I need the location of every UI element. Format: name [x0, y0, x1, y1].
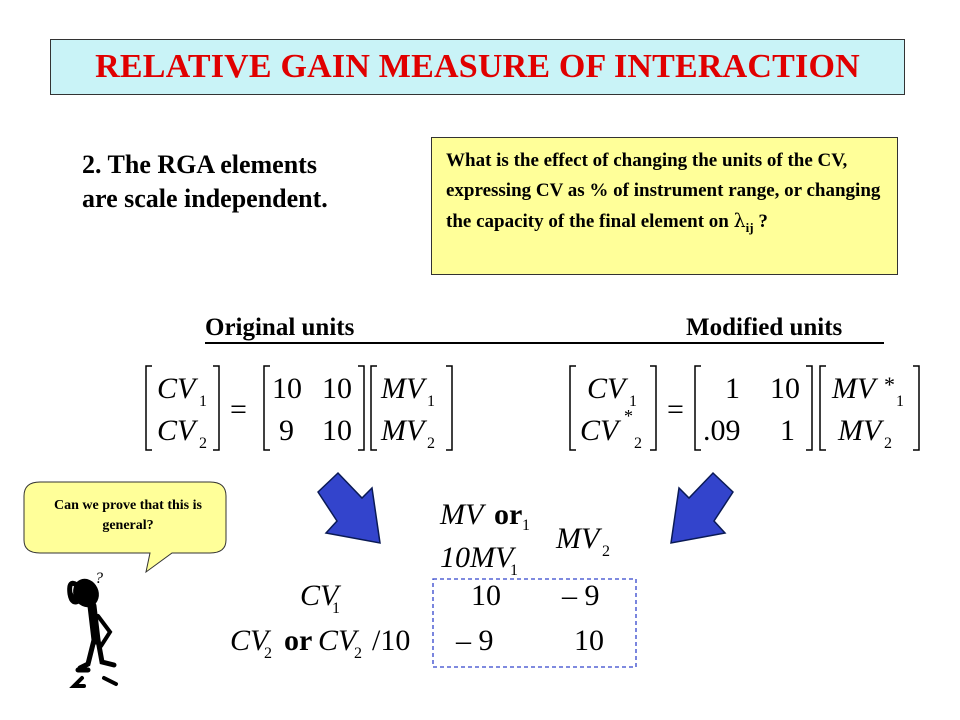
rga-row2-b-div: /10	[372, 624, 410, 657]
rga-col1-top-sub: 1	[522, 517, 530, 534]
rga-value-12: – 9	[561, 579, 600, 612]
rga-value-21: – 9	[455, 624, 494, 657]
modified-rhs-2: MV	[837, 414, 885, 447]
rga-row2-or: or	[284, 624, 312, 657]
original-gain-22: 10	[322, 414, 352, 447]
original-rhs-2-sub: 2	[427, 435, 435, 452]
modified-lhs-2: CV	[580, 414, 622, 447]
bracket	[913, 365, 920, 451]
modified-rhs-2-sub: 2	[884, 435, 892, 452]
bracket	[446, 365, 453, 451]
rga-col1-or: or	[494, 498, 522, 531]
rga-col2-sub: 2	[602, 543, 610, 560]
question-tail: ?	[753, 211, 768, 232]
rga-matrix-box	[432, 578, 637, 668]
rga-row1: CV	[300, 579, 342, 612]
header-modified-units: Modified units	[686, 314, 843, 341]
modified-lhs-1: CV	[587, 372, 629, 405]
bracket	[263, 365, 270, 451]
bracket	[694, 365, 701, 451]
modified-gain-11: 1	[725, 372, 740, 405]
rga-row1-sub: 1	[332, 600, 340, 617]
rga-col1-top: MV	[439, 498, 487, 531]
rga-col2: MV	[555, 522, 603, 555]
bracket	[358, 365, 365, 451]
rga-row2-a: CV	[230, 624, 272, 657]
original-rhs-1: MV	[380, 372, 428, 405]
original-gain-11: 10	[272, 372, 302, 405]
modified-gain-21: .09	[703, 414, 741, 447]
bracket	[819, 365, 826, 451]
original-rhs-2: MV	[380, 414, 428, 447]
header-underline	[205, 342, 884, 344]
modified-lhs-2-sub: 2	[634, 435, 642, 452]
original-rhs-1-sub: 1	[427, 393, 435, 410]
rga-row2-b: CV	[318, 624, 360, 657]
modified-gain-12: 10	[770, 372, 800, 405]
original-lhs-1-sub: 1	[199, 393, 207, 410]
speech-bubble	[23, 481, 227, 574]
bracket	[806, 365, 813, 451]
thinking-question-mark: ?	[95, 570, 103, 587]
rga-col1-bottom-sub: 1	[510, 562, 518, 579]
rga-row2-a-sub: 2	[264, 645, 272, 662]
original-equals: =	[230, 393, 247, 426]
bracket	[370, 365, 377, 451]
modified-equals: =	[667, 393, 684, 426]
thinking-stick-figure-icon	[67, 578, 118, 688]
original-lhs-2-sub: 2	[199, 435, 207, 452]
rga-result: MV or 1 10MV 1 MV 2 CV 1 CV 2 or CV 2 /1…	[230, 498, 637, 668]
rga-col1-bottom: 10MV	[440, 541, 517, 574]
title-banner: RELATIVE GAIN MEASURE OF INTERACTION	[50, 39, 905, 95]
modified-lhs-2-star: *	[624, 406, 633, 426]
rga-value-22: 10	[574, 624, 604, 657]
lambda-subscript: ij	[745, 219, 754, 235]
original-gain-21: 9	[279, 414, 294, 447]
question-text: What is the effect of changing the units…	[446, 150, 881, 232]
modified-gain-22: 1	[780, 414, 795, 447]
question-note: What is the effect of changing the units…	[431, 137, 898, 275]
down-left-arrow-icon	[670, 471, 734, 544]
down-right-arrow-icon	[317, 471, 381, 544]
original-gain-12: 10	[322, 372, 352, 405]
original-matrix: CV 1 CV 2 = 10 10 9 10 MV 1 MV 2	[145, 365, 453, 452]
modified-rhs-1-star: *	[884, 372, 895, 397]
slide-title: RELATIVE GAIN MEASURE OF INTERACTION	[95, 48, 860, 85]
bracket	[213, 365, 220, 451]
modified-rhs-1: MV	[831, 372, 879, 405]
modified-matrix: CV 1 CV * 2 = 1 10 .09 1 MV * 1 MV 2	[569, 365, 920, 452]
bracket	[650, 365, 657, 451]
rga-value-11: 10	[471, 579, 501, 612]
original-lhs-2: CV	[157, 414, 199, 447]
lambda-symbol: λ	[733, 210, 746, 232]
bracket	[569, 365, 576, 451]
bubble-text: Can we prove that this is general?	[54, 498, 202, 533]
header-original-units: Original units	[205, 314, 355, 341]
bracket	[145, 365, 152, 451]
modified-lhs-1-sub: 1	[629, 393, 637, 410]
modified-rhs-1-sub: 1	[896, 393, 904, 410]
statement-text: 2. The RGA elements are scale independen…	[82, 150, 328, 213]
rga-row2-b-sub: 2	[354, 645, 362, 662]
original-lhs-1: CV	[157, 372, 199, 405]
